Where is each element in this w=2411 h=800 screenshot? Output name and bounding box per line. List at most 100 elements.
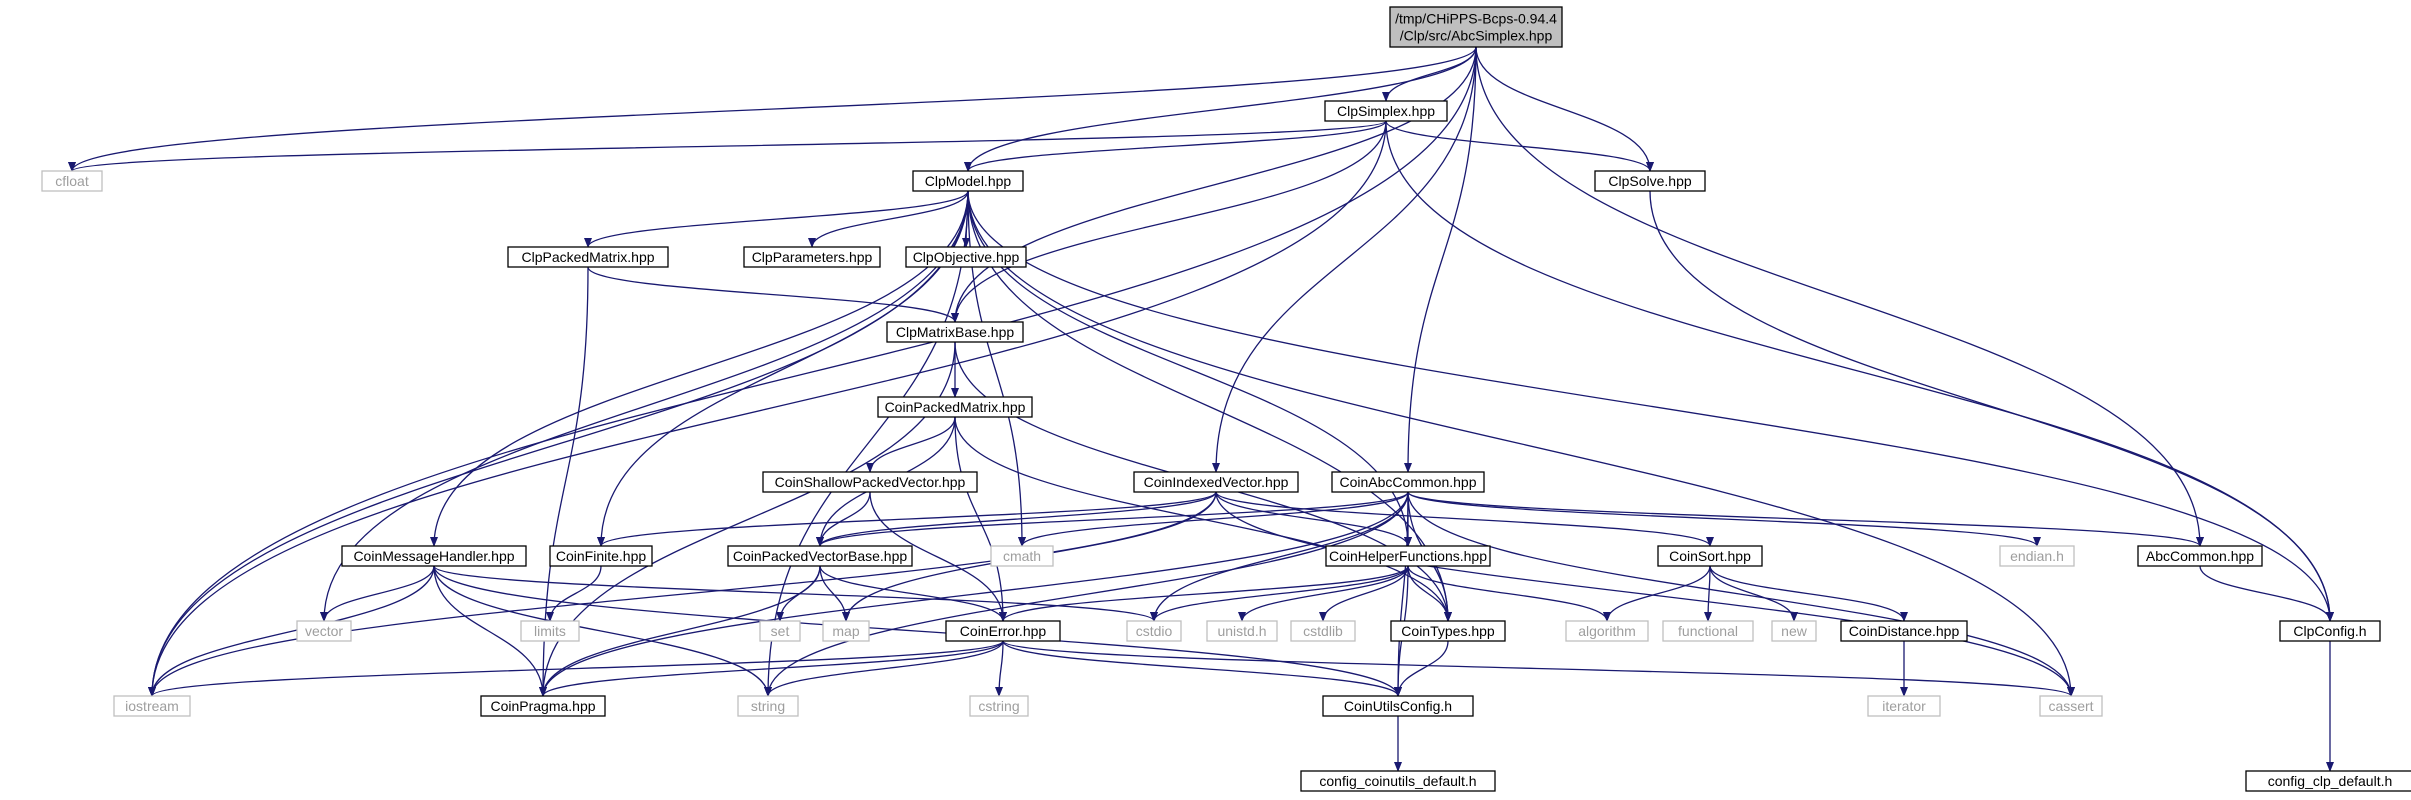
node-coinutilsconfig-label: CoinUtilsConfig.h [1344,698,1452,714]
node-abcsimplex[interactable]: /tmp/CHiPPS-Bcps-0.94.4/Clp/src/AbcSimpl… [1389,6,1563,48]
node-configclpdefault[interactable]: config_clp_default.h [2245,770,2411,792]
edge-coinhelperfunctions-to-coinerror [999,565,1409,622]
node-coinshallowpackedvector-label: CoinShallowPackedVector.hpp [775,474,966,490]
node-coinshallowpackedvector[interactable]: CoinShallowPackedVector.hpp [762,471,978,493]
edge-coinabccommon-to-coinpackedvectorbase [816,491,1409,547]
edge-coinhelperfunctions-to-algorithm [1407,565,1611,622]
node-clpsimplex-label: ClpSimplex.hpp [1337,103,1435,119]
node-coindistance-box [1840,620,1968,642]
edge-coinhelperfunctions-to-cstdlib [1319,565,1409,622]
node-set-box [759,620,801,642]
node-coinmessagehandler-box [341,545,527,567]
node-configclpdefault-label: config_clp_default.h [2268,773,2393,789]
node-coinpragma[interactable]: CoinPragma.hpp [480,695,606,717]
edge-abcsimplex-to-coinindexedvector [1212,46,1477,473]
node-cointypes[interactable]: CoinTypes.hpp [1390,620,1506,642]
edge-coinshallowpackedvector-to-coinerror [869,491,1007,622]
node-iostream: iostream [113,695,191,717]
node-clpparameters[interactable]: ClpParameters.hpp [743,246,881,268]
node-coinpackedmatrix[interactable]: CoinPackedMatrix.hpp [877,396,1033,418]
edge-coinabccommon-to-string [764,491,1409,697]
edge-coinerror-to-coinpragma [539,640,1004,697]
node-iostream-label: iostream [125,698,179,714]
node-abccommon[interactable]: AbcCommon.hpp [2137,545,2263,567]
edge-abcsimplex-to-cfloat [68,46,1477,172]
node-coinfinite-label: CoinFinite.hpp [556,548,646,564]
edge-coinmessagehandler-to-cstdio [433,565,1158,622]
node-clpobjective-box [905,246,1027,268]
node-cointypes-box [1390,620,1506,642]
node-coinmessagehandler[interactable]: CoinMessageHandler.hpp [341,545,527,567]
node-cfloat-label: cfloat [55,173,89,189]
node-clppackedmatrix-label: ClpPackedMatrix.hpp [521,249,654,265]
edge-coinabccommon-to-cassert [1407,491,2075,697]
node-cstdlib-label: cstdlib [1303,623,1343,639]
node-functional: functional [1662,620,1754,642]
node-algorithm: algorithm [1565,620,1649,642]
edge-coinhelperfunctions-to-unistd [1238,565,1409,622]
node-coinhelperfunctions[interactable]: CoinHelperFunctions.hpp [1325,545,1491,567]
node-set-label: set [771,623,790,639]
node-coinerror[interactable]: CoinError.hpp [945,620,1061,642]
node-abcsimplex-label: /tmp/CHiPPS-Bcps-0.94.4 [1395,11,1557,27]
node-cmath: cmath [990,545,1054,567]
edge-coinsort-to-coindistance [1709,565,1908,622]
node-coinabccommon-label: CoinAbcCommon.hpp [1340,474,1477,490]
node-coinpackedvectorbase[interactable]: CoinPackedVectorBase.hpp [727,545,913,567]
node-coinutilsconfig[interactable]: CoinUtilsConfig.h [1322,695,1474,717]
edge-coinpackedvectorbase-to-coinerror [819,565,1007,622]
node-cstring-box [969,695,1029,717]
edge-clpmodel-to-coinhelperfunctions [967,190,1412,547]
node-coinpragma-box [480,695,606,717]
node-clpmodel[interactable]: ClpModel.hpp [912,170,1024,192]
node-configcoinutilsdefault-label: config_coinutils_default.h [1319,773,1476,789]
node-unistd-label: unistd.h [1217,623,1266,639]
edge-coinerror-to-cassert [1002,640,2075,697]
node-clpsimplex-box [1324,100,1448,122]
node-cstring-label: cstring [978,698,1019,714]
node-clpsimplex[interactable]: ClpSimplex.hpp [1324,100,1448,122]
node-clpsolve-label: ClpSolve.hpp [1608,173,1691,189]
node-clpmatrixbase[interactable]: ClpMatrixBase.hpp [886,321,1024,343]
node-coinindexedvector[interactable]: CoinIndexedVector.hpp [1133,471,1299,493]
edge-clpsolve-to-clpconfig [1649,190,2334,622]
node-cstdio-box [1126,620,1182,642]
node-string: string [737,695,799,717]
edge-coinpackedmatrix-to-coinshallowpackedvector [866,416,956,473]
node-configcoinutilsdefault[interactable]: config_coinutils_default.h [1300,770,1496,792]
edge-coinindexedvector-to-coinsort [1215,491,1714,547]
node-coinfinite[interactable]: CoinFinite.hpp [549,545,653,567]
node-functional-label: functional [1678,623,1738,639]
node-clpsolve[interactable]: ClpSolve.hpp [1594,170,1706,192]
node-clppackedmatrix[interactable]: ClpPackedMatrix.hpp [507,246,669,268]
node-clpconfig[interactable]: ClpConfig.h [2279,620,2381,642]
node-coinerror-label: CoinError.hpp [960,623,1047,639]
node-algorithm-label: algorithm [1578,623,1636,639]
node-cstdio-label: cstdio [1136,623,1173,639]
edge-coinfinite-to-limits [546,565,602,622]
edge-coinindexedvector-to-coinhelperfunctions [1215,491,1412,547]
node-coinutilsconfig-box [1322,695,1474,717]
node-coinsort[interactable]: CoinSort.hpp [1657,545,1763,567]
edge-coinhelperfunctions-to-cointypes [1407,565,1452,622]
edge-coinmessagehandler-to-vector [320,565,435,622]
edge-coinerror-to-string [764,640,1004,697]
edge-coinabccommon-to-coinpragma [539,491,1409,697]
edge-coinmessagehandler-to-string [433,565,772,697]
node-vector: vector [296,620,352,642]
edge-clpmodel-to-clpparameters [808,190,969,248]
node-limits-label: limits [534,623,566,639]
node-abcsimplex-label: /Clp/src/AbcSimplex.hpp [1400,28,1553,44]
edge-abcsimplex-to-abccommon [1475,46,2204,547]
node-configclpdefault-box [2245,770,2411,792]
node-cstring: cstring [969,695,1029,717]
node-coinabccommon[interactable]: CoinAbcCommon.hpp [1331,471,1485,493]
node-coinpragma-label: CoinPragma.hpp [490,698,595,714]
node-cfloat-box [41,170,103,192]
edge-coinabccommon-to-endian [1407,491,2041,547]
node-limits: limits [520,620,580,642]
node-clpobjective[interactable]: ClpObjective.hpp [905,246,1027,268]
node-cfloat: cfloat [41,170,103,192]
node-coindistance[interactable]: CoinDistance.hpp [1840,620,1968,642]
